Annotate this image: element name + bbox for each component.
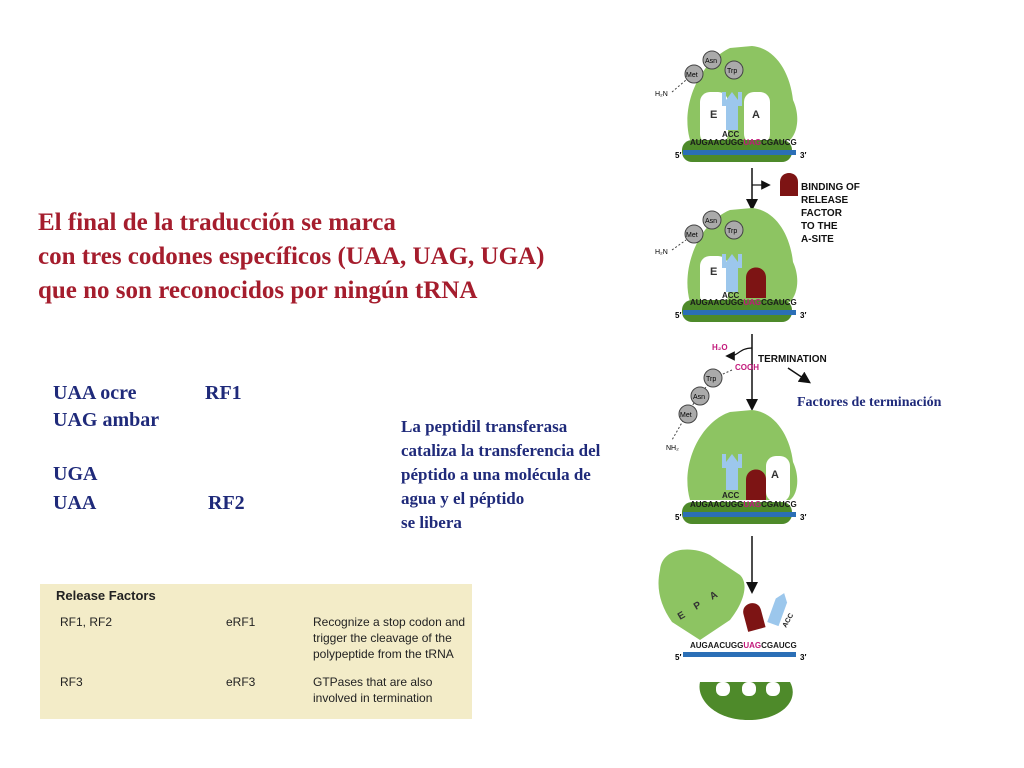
svg-text:E: E: [710, 266, 717, 278]
svg-text:ACC: ACC: [722, 291, 740, 300]
svg-text:Met: Met: [686, 72, 698, 79]
termination-label: TERMINATION: [758, 354, 827, 365]
note-line-5: se libera: [401, 513, 462, 532]
binding-caption: BINDING OF RELEASE FACTOR TO THE A-SITE: [801, 182, 860, 245]
svg-text:5′: 5′: [675, 151, 681, 160]
factor-rf2: RF2: [208, 492, 245, 514]
cooh-label: COOH: [735, 363, 759, 372]
panel-3: A ACC AUGAACUGGUAGCGAUCG 5′ 3′: [675, 410, 806, 524]
table-cell-euk-1: eRF1: [226, 615, 256, 629]
svg-text:E: E: [676, 610, 688, 623]
svg-text:Asn: Asn: [705, 58, 717, 65]
svg-text:5′: 5′: [675, 653, 681, 662]
note-line-1: La peptidil transferasa: [401, 417, 568, 436]
svg-text:TO THE: TO THE: [801, 221, 838, 232]
free-trna: [767, 593, 788, 627]
svg-text:Trp: Trp: [706, 376, 716, 383]
a-site-slot: [744, 92, 770, 144]
label-a-site: A: [752, 109, 760, 121]
svg-text:AUGAACUGGUAGCGAUCG: AUGAACUGGUAGCGAUCG: [690, 500, 797, 509]
svg-text:H₂N: H₂N: [655, 91, 668, 98]
svg-text:AUGAACUGGUAGCGAUCG: AUGAACUGGUAGCGAUCG: [690, 641, 797, 650]
aa-trp-circle: [724, 60, 744, 80]
trna-icon: [726, 92, 738, 130]
title-line-2: con tres codones específicos (UAA, UAG, …: [38, 243, 545, 270]
factor-rf1: RF1: [205, 382, 242, 404]
panel-2: E ACC AUGAACUGGUAGCGAUCG 5′ 3′ Met Asn T…: [655, 208, 806, 322]
svg-text:ACC: ACC: [782, 612, 796, 629]
svg-text:3′: 3′: [800, 311, 806, 320]
peptidyl-transferase-note: La peptidil transferasa cataliza la tran…: [401, 415, 641, 535]
table-cell-func-2b: involved in termination: [313, 691, 433, 705]
svg-text:A-SITE: A-SITE: [801, 234, 834, 245]
mrna-sequence: AUGAACUGGUAGCGAUCG: [690, 138, 797, 147]
svg-text:3′: 3′: [800, 653, 806, 662]
label-e-site: E: [710, 109, 717, 121]
svg-text:5′: 5′: [675, 513, 681, 522]
table-cell-func-1b: trigger the cleavage of the: [313, 631, 452, 645]
released-peptide: Trp Asn Met NH₂: [666, 368, 733, 452]
note-line-4: agua y el péptido: [401, 489, 525, 508]
release-factor-bound: [746, 267, 766, 298]
table-cell-func-1c: polypeptide from the tRNA: [313, 647, 454, 661]
svg-text:P: P: [692, 600, 704, 613]
codon-uaa-ocre: UAA ocre: [53, 382, 137, 404]
release-factor-icon: [780, 173, 798, 196]
svg-text:Met: Met: [686, 232, 698, 239]
note-line-3: péptido a una molécula de: [401, 465, 591, 484]
free-release-factor: [743, 603, 766, 632]
svg-text:A: A: [708, 589, 720, 602]
release-factors-table: Release Factors RF1, RF2 eRF1 Recognize …: [40, 584, 472, 719]
codon-uga: UGA: [53, 463, 98, 485]
svg-text:Met: Met: [680, 412, 692, 419]
water-label: H₂O: [712, 343, 728, 352]
svg-text:FACTOR: FACTOR: [801, 208, 843, 219]
codon-uag-ambar: UAG ambar: [53, 409, 160, 431]
table-cell-prok-1: RF1, RF2: [60, 615, 113, 629]
svg-text:ACC: ACC: [722, 491, 740, 500]
svg-text:Asn: Asn: [693, 394, 705, 401]
e-site-slot: [700, 92, 728, 144]
title-line-3: que no son reconocidos por ningún tRNA: [38, 277, 478, 304]
slide-title: El final de la traducción se marca con t…: [38, 206, 638, 308]
svg-text:3′: 3′: [800, 151, 806, 160]
svg-text:AUGAACUGGUAGCGAUCG: AUGAACUGGUAGCGAUCG: [690, 298, 797, 307]
svg-text:Trp: Trp: [727, 228, 737, 235]
free-large-subunit: [658, 549, 745, 640]
note-line-2: cataliza la transferencia del: [401, 441, 601, 460]
anticodon-label: ACC: [722, 130, 740, 139]
mrna-strand: [683, 150, 796, 155]
table-cell-func-1a: Recognize a stop codon and: [313, 615, 466, 629]
table-cell-euk-2: eRF3: [226, 675, 256, 689]
svg-text:5′: 5′: [675, 311, 681, 320]
svg-text:Asn: Asn: [705, 218, 717, 225]
table-cell-prok-2: RF3: [60, 675, 83, 689]
termination-diagram: E A ACC AUGAACUGGUAGCGAUCG 5′ 3′ Met Asn…: [655, 46, 942, 720]
factores-label: Factores de terminación: [797, 395, 942, 410]
panel-4: E P A ACC AUGAACUGGUAGCGAUCG 5′ 3′: [658, 549, 806, 720]
codon-uaa: UAA: [53, 492, 97, 514]
svg-text:BINDING OF: BINDING OF: [801, 182, 860, 193]
panel-1: E A ACC AUGAACUGGUAGCGAUCG 5′ 3′ Met Asn…: [655, 46, 806, 162]
svg-text:Trp: Trp: [727, 68, 737, 75]
aa-met-circle: [684, 64, 704, 84]
svg-text:3′: 3′: [800, 513, 806, 522]
table-header: Release Factors: [56, 588, 156, 603]
table-cell-func-2a: GTPases that are also: [313, 675, 433, 689]
title-line-1: El final de la traducción se marca: [38, 209, 396, 236]
svg-text:H₂N: H₂N: [655, 249, 668, 256]
svg-text:NH₂: NH₂: [666, 445, 679, 452]
aa-asn-circle: [702, 50, 722, 70]
svg-text:A: A: [771, 469, 779, 481]
svg-text:RELEASE: RELEASE: [801, 195, 849, 206]
